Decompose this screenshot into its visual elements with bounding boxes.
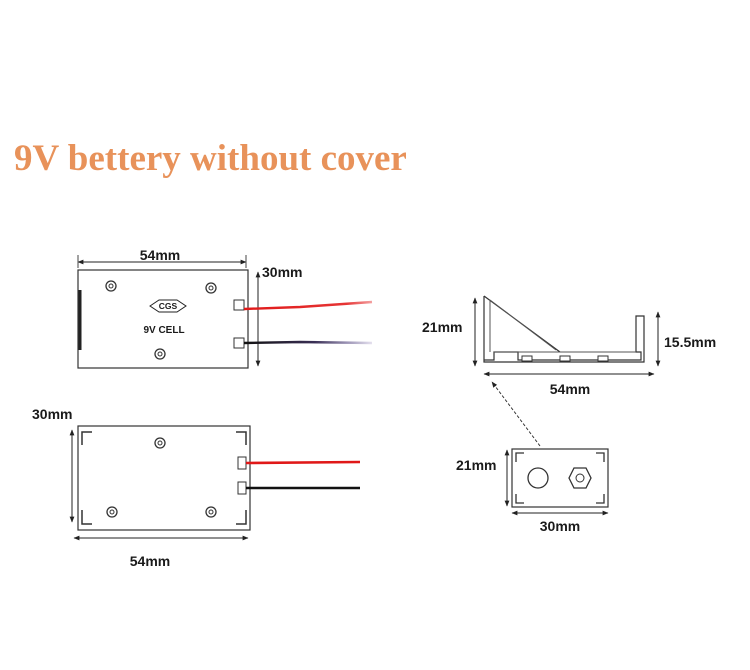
- end-width-label: 30mm: [540, 518, 580, 534]
- bottom-width-label: 54mm: [130, 553, 170, 569]
- red-wire: [243, 300, 373, 311]
- side-length-label: 54mm: [550, 381, 590, 397]
- mounting-hole: [106, 506, 118, 518]
- mounting-hole: [105, 280, 117, 292]
- mounting-hole: [154, 437, 166, 449]
- side-view: 21mm 15.5mm 54mm: [422, 295, 716, 397]
- holder-profile: [483, 296, 645, 363]
- top-height-label: 30mm: [262, 264, 302, 280]
- page-title: 9V bettery without cover: [14, 138, 407, 179]
- end-height-label: 21mm: [456, 457, 496, 473]
- black-wire: [243, 340, 373, 345]
- terminal-tab: [237, 481, 247, 495]
- svg-text:CGS: CGS: [159, 301, 178, 311]
- holder-body-bottom: [77, 425, 251, 531]
- end-view: 21mm 30mm: [456, 448, 609, 534]
- side-height-label: 21mm: [422, 319, 462, 335]
- terminal-tab: [237, 456, 247, 470]
- bottom-height-label: 30mm: [32, 406, 72, 422]
- cgs-logo: CGS: [149, 299, 187, 313]
- holder-body-top: [77, 269, 249, 369]
- holder-end-face: [511, 448, 609, 508]
- terminal-tab: [233, 299, 245, 311]
- top-view: 54mm 30mm CGS 9V CELL: [77, 247, 373, 369]
- top-width-label: 54mm: [140, 247, 180, 263]
- mounting-hole: [205, 506, 217, 518]
- red-wire: [245, 460, 361, 465]
- cell-label: 9V CELL: [143, 325, 184, 336]
- terminal-tab: [233, 337, 245, 349]
- mounting-hole: [205, 282, 217, 294]
- side-depth-label: 15.5mm: [664, 334, 716, 350]
- mounting-hole: [154, 348, 166, 360]
- bottom-view: 30mm 54mm: [32, 406, 361, 569]
- view-reference-arrow: [491, 381, 541, 447]
- round-contact-icon: [527, 467, 549, 489]
